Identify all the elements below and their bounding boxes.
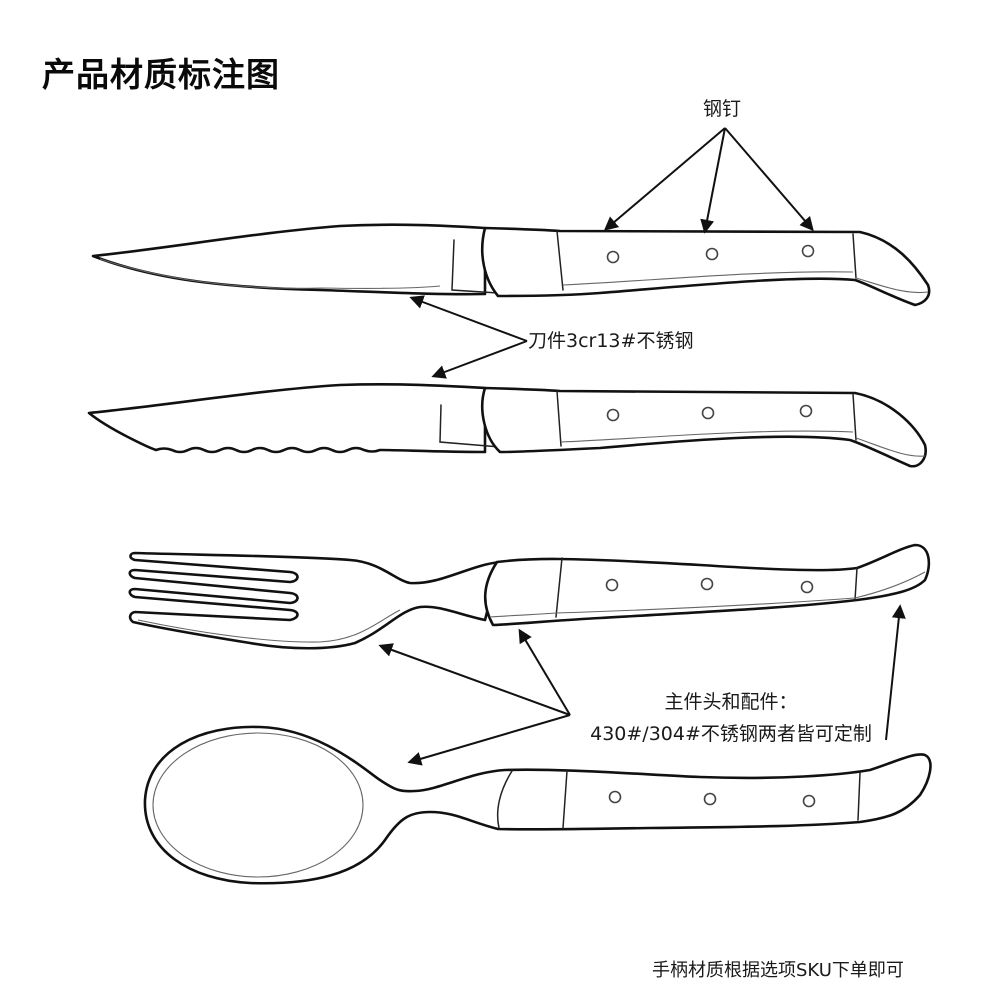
spoon-drawing xyxy=(143,725,932,885)
rivet-icon xyxy=(606,250,620,264)
rivet-icon xyxy=(801,244,815,258)
arrow-icon xyxy=(378,643,571,716)
rivet-icon xyxy=(802,794,816,808)
arrow-icon xyxy=(603,127,726,231)
rivet-icon xyxy=(701,406,715,420)
arrow-icon xyxy=(431,340,528,379)
rivet-arrows xyxy=(603,127,814,234)
main-parts-label-line2: 430#/304#不锈钢两者皆可定制 xyxy=(590,723,872,745)
blade-material-label: 刀件3cr13#不锈钢 xyxy=(528,330,694,352)
rivet-icon xyxy=(703,792,717,806)
handle-material-note: 手柄材质根据选项SKU下单即可 xyxy=(652,960,904,981)
main-parts-label: 主件头和配件： 430#/304#不锈钢两者皆可定制 xyxy=(570,686,892,750)
rivet-icon xyxy=(705,247,719,261)
rivet-icon xyxy=(799,404,813,418)
page-title: 产品材质标注图 xyxy=(42,55,280,94)
knife-smooth-drawing xyxy=(91,223,931,307)
rivet-icon xyxy=(608,790,622,804)
arrow-icon xyxy=(724,127,814,232)
rivet-icon xyxy=(800,580,814,594)
arrow-icon xyxy=(518,628,571,716)
rivets-label: 钢钉 xyxy=(703,98,742,120)
arrow-icon xyxy=(700,127,726,234)
knife-serrated-drawing xyxy=(87,383,927,468)
arrow-icon xyxy=(409,295,528,342)
main-parts-label-line1: 主件头和配件： xyxy=(664,691,798,713)
main-part-arrows xyxy=(378,604,906,766)
arrow-icon xyxy=(885,604,906,741)
rivet-icon xyxy=(606,408,620,422)
fork-drawing xyxy=(128,543,931,650)
blade-arrows xyxy=(409,295,528,379)
arrow-icon xyxy=(407,714,571,766)
rivet-icon xyxy=(605,578,619,592)
rivet-icon xyxy=(700,577,714,591)
